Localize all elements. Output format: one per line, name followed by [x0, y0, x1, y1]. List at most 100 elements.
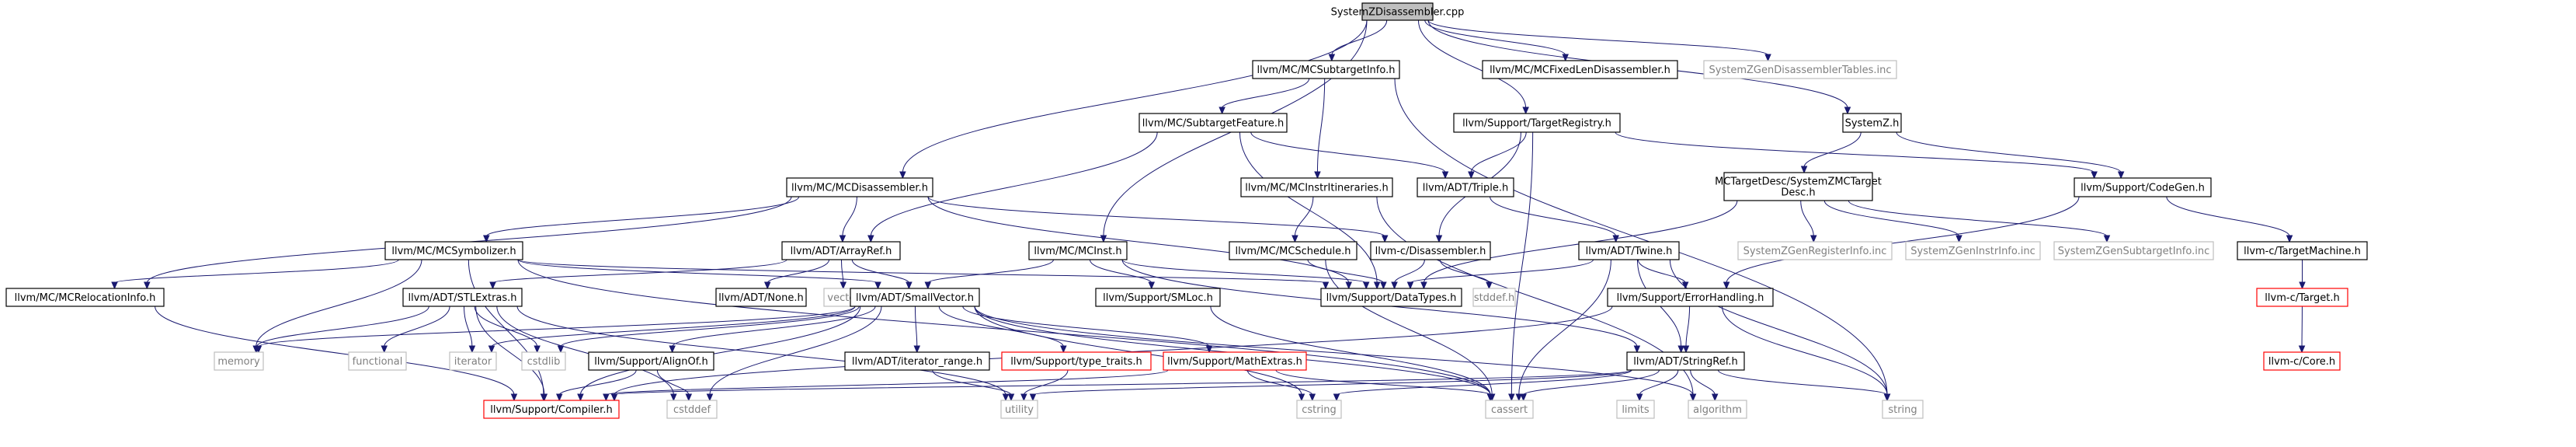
edge-line: [114, 259, 399, 284]
node-systemzgenregisterinfo-inc: SystemZGenRegisterInfo.inc: [1737, 241, 1893, 260]
node-llvm-mc-mcsymbolizer-h[interactable]: llvm/MC/MCSymbolizer.h: [384, 241, 523, 260]
node-systemzdisassembler-cpp[interactable]: SystemZDisassembler.cpp: [1331, 2, 1465, 21]
node-llvm-adt-stlextras-h[interactable]: llvm/ADT/STLExtras.h: [402, 288, 523, 307]
edge-mcinst-to-datatypes: [1121, 259, 1370, 290]
node-llvm-c-core-h[interactable]: llvm-c/Core.h: [2263, 351, 2341, 371]
node-llvm-mc-mcsubtargetinfo-h[interactable]: llvm/MC/MCSubtargetInfo.h: [1252, 60, 1400, 79]
edge-line: [927, 196, 1350, 284]
edge-arrowhead: [1764, 54, 1771, 62]
edge-mctargetdesc-to-genSubtargetInfo: [1848, 200, 2111, 243]
edge-line: [485, 196, 800, 237]
node-llvm-mc-mcinst-h[interactable]: llvm/MC/MCInst.h: [1028, 241, 1128, 260]
edge-arrowhead: [1380, 281, 1387, 290]
node-llvm-mc-mcfixedlendisassembler-h[interactable]: llvm/MC/MCFixedLenDisassembler.h: [1482, 60, 1678, 79]
edge-arrowhead: [1633, 345, 1641, 354]
node-llvm-adt-stringref-h[interactable]: llvm/ADT/StringRef.h: [1626, 351, 1745, 371]
node-llvm-mc-mcdisassembler-h[interactable]: llvm/MC/MCDisassembler.h: [786, 177, 933, 197]
edge-mcsymbolizer-to-memory: [252, 259, 422, 354]
node-llvm-support-targetregistry-h[interactable]: llvm/Support/TargetRegistry.h: [1453, 113, 1621, 133]
edge-line: [1336, 369, 1632, 396]
edge-line: [840, 259, 844, 284]
edge-arrowhead: [510, 393, 518, 402]
edge-mcsymbolizer-to-compiler: [468, 259, 548, 402]
edge-mcsymbolizer-to-cassert: [517, 259, 1494, 402]
node-llvm-mc-mcschedule-h[interactable]: llvm/MC/MCSchedule.h: [1229, 241, 1358, 260]
edge-arrayref-to-smallvector: [851, 259, 913, 290]
edge-line: [1410, 259, 1594, 284]
node-llvm-c-disassembler-h[interactable]: llvm-c/Disassembler.h: [1370, 241, 1491, 260]
edge-line: [1294, 196, 1314, 237]
node-box: [483, 400, 620, 419]
node-box: [1417, 177, 1514, 197]
node-llvm-support-errorhandling-h[interactable]: llvm/Support/ErrorHandling.h: [1607, 288, 1774, 307]
node-llvm-mc-mcinstritineraries-h[interactable]: llvm/MC/MCInstrItineraries.h: [1240, 177, 1393, 197]
node-label: llvm/ADT/SmallVector.h: [856, 292, 974, 304]
edge-stringref-to-cstring: [1333, 369, 1632, 402]
node-box: [1296, 400, 1342, 419]
edge-line: [256, 306, 429, 347]
edge-mathextras-to-cassert: [1275, 369, 1494, 402]
node-llvm-adt-smallvector-h[interactable]: llvm/ADT/SmallVector.h: [850, 288, 980, 307]
node-llvm-adt-iterator-range-h[interactable]: llvm/ADT/iterator_range.h: [844, 351, 990, 371]
node-cstdlib: cstdlib: [521, 351, 566, 371]
node-label: cstddef: [673, 404, 711, 416]
node-box: [786, 177, 933, 197]
node-label: memory: [217, 356, 260, 368]
node-string: string: [1882, 400, 1924, 419]
edge-line: [1250, 131, 1446, 173]
node-systemz-h[interactable]: SystemZ.h: [1842, 113, 1902, 133]
edge-arrowhead: [1441, 171, 1449, 180]
edge-arrowhead: [1007, 393, 1015, 402]
node-llvm-support-smloc-h[interactable]: llvm/Support/SMLoc.h: [1095, 288, 1221, 307]
node-box: [5, 288, 165, 307]
node-label: functional: [353, 356, 403, 368]
edge-arrowhead: [1800, 166, 1808, 174]
edge-mcdisassembler-to-cdisasm: [927, 196, 1389, 243]
node-llvm-adt-arrayref-h[interactable]: llvm/ADT/ArrayRef.h: [781, 241, 901, 260]
edge-arrowhead: [1468, 171, 1475, 180]
edge-arrowhead: [1883, 393, 1891, 402]
edge-line: [517, 259, 1326, 284]
edge-line: [1523, 369, 1660, 396]
edge-stringref-to-limits: [1636, 369, 1679, 402]
node-box: [666, 400, 718, 419]
node-label: SystemZGenRegisterInfo.inc: [1743, 246, 1887, 257]
node-llvm-c-target-h[interactable]: llvm-c/Target.h: [2256, 288, 2348, 307]
node-llvm-mc-subtargetfeature-h[interactable]: llvm/MC/SubtargetFeature.h: [1139, 113, 1288, 133]
node-label: llvm/Support/SMLoc.h: [1103, 292, 1213, 304]
edge-line: [517, 259, 1491, 396]
node-llvm-support-codegen-h[interactable]: llvm/Support/CodeGen.h: [2074, 177, 2212, 197]
edge-stlextras-to-utility: [516, 306, 1010, 402]
node-llvm-c-targetmachine-h[interactable]: llvm-c/TargetMachine.h: [2237, 241, 2368, 260]
node-llvm-adt-triple-h[interactable]: llvm/ADT/Triple.h: [1417, 177, 1514, 197]
edge-arrowhead: [906, 281, 913, 290]
edge-line: [1246, 369, 1313, 396]
node-llvm-adt-twine-h[interactable]: llvm/ADT/Twine.h: [1578, 241, 1680, 260]
edge-arrowhead: [603, 393, 610, 402]
edge-codegen-to-ctargetmachine: [2166, 196, 2293, 243]
node-llvm-support-type-traits-h[interactable]: llvm/Support/type_traits.h: [1001, 351, 1152, 371]
edge-line: [870, 131, 1158, 237]
node-llvm-support-mathextras-h[interactable]: llvm/Support/MathExtras.h: [1163, 351, 1307, 371]
edge-line: [962, 306, 1210, 347]
edge-stringref-to-compiler: [610, 369, 1632, 402]
edge-line: [1690, 369, 1716, 396]
node-llvm-adt-none-h[interactable]: llvm/ADT/None.h: [715, 288, 807, 307]
edge-line: [614, 306, 1613, 396]
node-llvm-support-alignof-h[interactable]: llvm/Support/AlignOf.h: [588, 351, 714, 371]
edge-arrowhead: [1677, 345, 1684, 354]
edge-line: [1424, 19, 1566, 56]
node-cstring: cstring: [1296, 400, 1342, 419]
edge-arrowhead: [489, 281, 496, 290]
node-llvm-support-compiler-h[interactable]: llvm/Support/Compiler.h: [483, 400, 620, 419]
node-systemzgensubtargetinfo-inc: SystemZGenSubtargetInfo.inc: [2053, 241, 2214, 260]
node-llvm-support-datatypes-h[interactable]: llvm/Support/DataTypes.h: [1320, 288, 1462, 307]
edge-line: [384, 306, 450, 347]
edge-smallvector-to-alignof: [669, 306, 876, 354]
edge-stlextras-to-iterator: [464, 306, 476, 354]
node-llvm-mc-mcrelocationinfo-h[interactable]: llvm/MC/MCRelocationInfo.h: [5, 288, 165, 307]
edge-smallvector-to-cstddef: [706, 306, 882, 402]
edge-line: [842, 196, 857, 237]
edge-line: [914, 306, 918, 347]
